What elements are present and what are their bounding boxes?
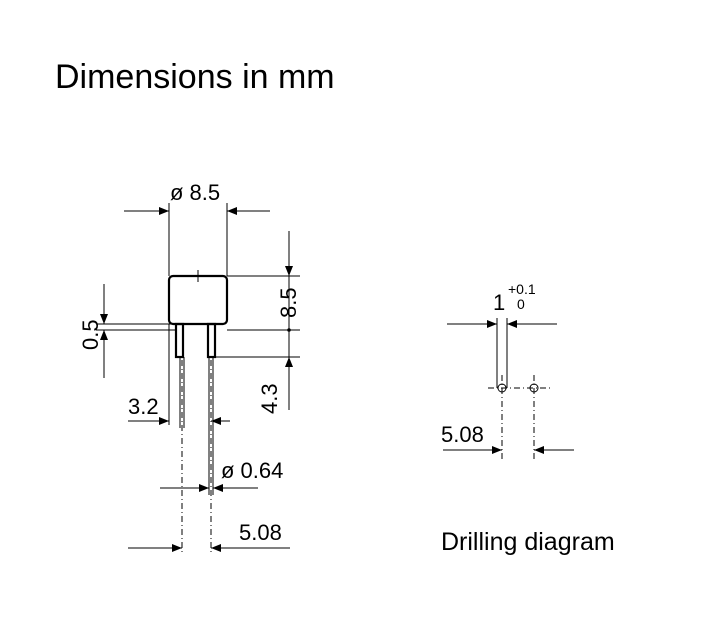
dimension-body-height: 8.5 (227, 231, 301, 332)
page-title: Dimensions in mm (55, 58, 335, 96)
dimension-body-diameter: ø 8.5 (124, 180, 270, 276)
label-standoff: 0.5 (78, 319, 103, 350)
label-hole-tolerance-lower: 0 (517, 296, 525, 312)
standoff-feet (174, 322, 217, 359)
centerlines (181, 360, 212, 555)
label-body-diameter: ø 8.5 (170, 180, 220, 205)
label-lead-spacing: 5.08 (239, 520, 282, 545)
capacitor-body (167, 270, 229, 326)
dimension-standoff: 0.5 (78, 284, 176, 378)
drilling-diagram: 1 +0.1 0 5.08 (441, 281, 574, 460)
label-lead-diameter: ø 0.64 (221, 458, 283, 483)
label-body-height: 8.5 (276, 287, 301, 318)
dimension-lead-exposed: 4.3 (215, 330, 300, 414)
drilling-diagram-caption: Drilling diagram (441, 528, 615, 556)
label-hole-tolerance-upper: +0.1 (508, 281, 536, 297)
label-lead-offset: 3.2 (128, 394, 159, 419)
label-hole-diameter: 1 (493, 290, 505, 315)
dimension-lead-offset: 3.2 (128, 324, 230, 425)
dimension-lead-diameter: ø 0.64 (160, 458, 283, 492)
label-lead-exposed: 4.3 (257, 383, 282, 414)
dimension-lead-spacing: 5.08 (128, 520, 290, 552)
component-leads (179, 357, 214, 495)
label-hole-spacing: 5.08 (441, 422, 484, 447)
